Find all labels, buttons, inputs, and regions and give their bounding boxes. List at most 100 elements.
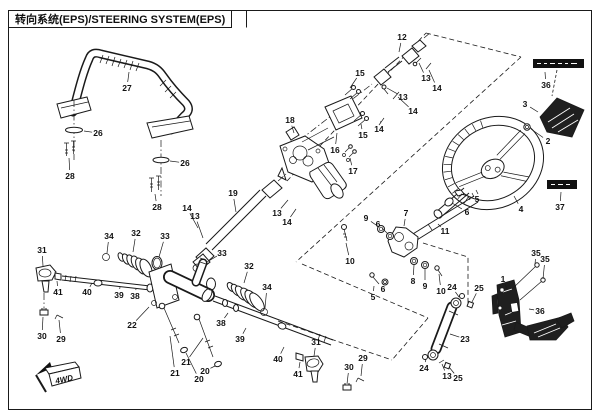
part-label-39: 39 [235, 334, 245, 344]
rack-assembly-part22 [35, 252, 365, 391]
part-label-6: 6 [376, 219, 381, 229]
leader-line [373, 285, 375, 292]
part-label-20: 20 [194, 374, 204, 384]
part-label-41: 41 [53, 287, 63, 297]
cover-part3-labels [523, 59, 585, 189]
leader-line [56, 280, 58, 287]
part-label-14: 14 [282, 217, 292, 227]
part-label-28: 28 [65, 171, 75, 181]
steering-wheel-part4 [433, 115, 545, 219]
leader-line [528, 308, 535, 311]
leader-line [544, 71, 546, 80]
part-label-24: 24 [447, 282, 457, 292]
leader-line [224, 312, 229, 319]
4wd-badge: 4WD [35, 361, 82, 393]
part-label-23: 23 [460, 334, 470, 344]
part-label-10: 10 [345, 256, 355, 266]
part-label-15: 15 [358, 130, 368, 140]
leader-line [346, 372, 349, 385]
part-label-33: 33 [217, 248, 227, 258]
leader-line [206, 255, 218, 263]
part-label-40: 40 [273, 354, 283, 364]
part-label-39: 39 [114, 290, 124, 300]
part-label-21: 21 [181, 357, 191, 367]
leader-line [471, 293, 477, 303]
leader-line [41, 316, 44, 331]
leader-line [441, 363, 446, 371]
part-label-21: 21 [170, 368, 180, 378]
leader-line [513, 195, 519, 204]
part-label-37: 37 [555, 202, 565, 212]
leader-line [135, 306, 150, 321]
eps-unit-part18 [277, 83, 373, 200]
part-label-3: 3 [523, 99, 528, 109]
part-label-15: 15 [355, 68, 365, 78]
part-label-5: 5 [371, 292, 376, 302]
leader-line [542, 264, 545, 280]
callout-layer: 2726282628181213141314141515161719131414… [37, 32, 565, 385]
bellcrank-part7 [341, 189, 479, 286]
leader-line [291, 125, 295, 134]
part-label-14: 14 [374, 124, 384, 134]
part-label-13: 13 [421, 73, 431, 83]
leader-line [397, 96, 409, 108]
part-label-8: 8 [411, 276, 416, 286]
leader-line [158, 241, 164, 258]
leader-line [280, 346, 285, 354]
leader-line [530, 128, 544, 138]
leader-line [345, 242, 350, 256]
part-label-38: 38 [130, 291, 140, 301]
part-label-32: 32 [244, 261, 254, 271]
leader-line [313, 347, 316, 357]
part-label-36: 36 [541, 80, 551, 90]
part-label-27: 27 [122, 83, 132, 93]
leader-line [504, 284, 508, 290]
leader-line [290, 208, 297, 218]
rollbar-part27 [56, 48, 194, 196]
leader-line [534, 258, 536, 265]
shaft-part19 [192, 173, 287, 273]
leader-line [233, 198, 237, 213]
leader-line [386, 87, 398, 95]
part-label-31: 31 [311, 337, 321, 347]
leader-line [89, 282, 93, 287]
part-label-13: 13 [442, 371, 452, 381]
pedal-assembly-part1 [491, 262, 575, 341]
part-label-1: 1 [501, 274, 506, 284]
part-label-33: 33 [160, 231, 170, 241]
leader-line [428, 69, 435, 83]
leader-line [418, 62, 424, 73]
part-label-22: 22 [127, 320, 137, 330]
part-label-10: 10 [436, 286, 446, 296]
part-label-30: 30 [344, 362, 354, 372]
part-label-13: 13 [272, 208, 282, 218]
leader-line [58, 319, 61, 334]
part-label-25: 25 [453, 373, 463, 383]
4wd-badge-text: 4WD [54, 373, 74, 386]
part-label-36: 36 [535, 306, 545, 316]
leader-line [413, 264, 415, 276]
leader-line [449, 333, 460, 338]
leader-line [560, 191, 562, 202]
part-label-19: 19 [228, 188, 238, 198]
part-label-6: 6 [381, 284, 386, 294]
part-label-30: 30 [37, 331, 47, 341]
part-label-16: 16 [330, 145, 340, 155]
ujoint-part12 [373, 31, 432, 126]
part-label-29: 29 [56, 334, 66, 344]
dashed-boundaries [277, 32, 522, 361]
leader-line [196, 221, 204, 239]
part-label-13: 13 [190, 211, 200, 221]
part-label-7: 7 [404, 208, 409, 218]
leader-line [42, 255, 44, 267]
leader-line [189, 213, 199, 229]
leader-line [455, 291, 460, 298]
part-label-12: 12 [397, 32, 407, 42]
leader-line [335, 132, 338, 145]
leader-line [127, 71, 130, 83]
leader-line [189, 337, 204, 358]
link-part23 [422, 293, 475, 370]
page-title: 转向系统(EPS)/STEERING SYSTEM(EPS) [15, 12, 226, 26]
